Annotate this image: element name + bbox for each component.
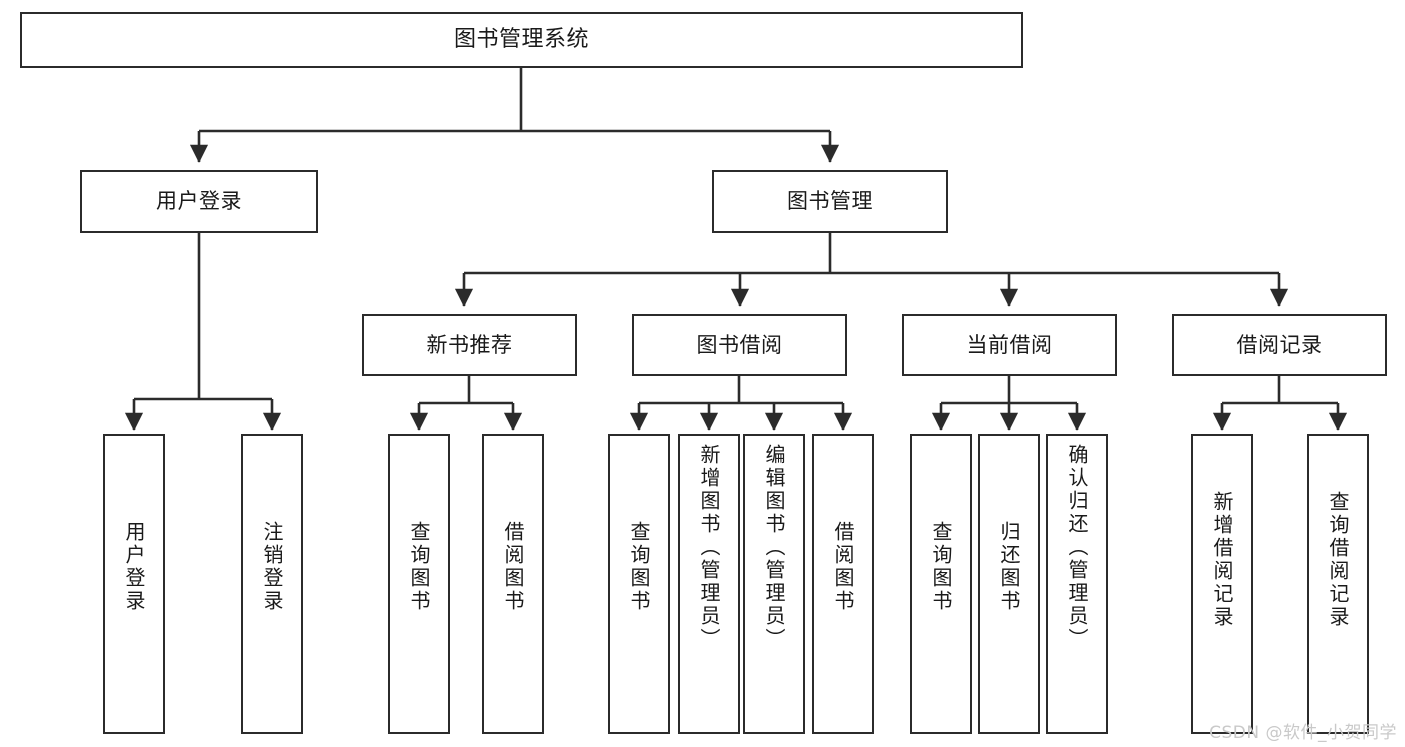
node-label: 查询借阅记录 (1326, 491, 1350, 629)
node-label: 用户登录 (122, 521, 146, 613)
node-label: 归还图书 (997, 521, 1021, 613)
node-book-borrow[interactable]: 图书借阅 (632, 314, 847, 376)
node-label: 图书管理 (787, 189, 873, 214)
node-new-book-recommend[interactable]: 新书推荐 (362, 314, 577, 376)
node-leaf-borrow-book-2[interactable]: 借阅图书 (812, 434, 874, 734)
node-label: 借阅图书 (831, 521, 855, 613)
node-leaf-query-book-2[interactable]: 查询图书 (608, 434, 670, 734)
node-leaf-add-book[interactable]: 新增图书（管理员） (678, 434, 740, 734)
node-leaf-query-book-1[interactable]: 查询图书 (388, 434, 450, 734)
node-label: 注销登录 (260, 521, 284, 613)
node-label: 图书借阅 (696, 332, 783, 357)
node-leaf-edit-book[interactable]: 编辑图书（管理员） (743, 434, 805, 734)
node-borrow-record[interactable]: 借阅记录 (1172, 314, 1387, 376)
node-leaf-borrow-book-1[interactable]: 借阅图书 (482, 434, 544, 734)
node-leaf-query-record[interactable]: 查询借阅记录 (1307, 434, 1369, 734)
node-book-manage[interactable]: 图书管理 (712, 170, 948, 233)
node-leaf-confirm-return[interactable]: 确认归还（管理员） (1046, 434, 1108, 734)
node-label: 新增借阅记录 (1210, 491, 1234, 629)
node-leaf-query-book-3[interactable]: 查询图书 (910, 434, 972, 734)
node-label: 用户登录 (156, 189, 242, 214)
node-label: 编辑图书（管理员） (762, 444, 786, 651)
node-label: 查询图书 (627, 521, 651, 613)
node-label: 借阅图书 (501, 521, 525, 613)
node-user-login[interactable]: 用户登录 (80, 170, 318, 233)
node-current-borrow[interactable]: 当前借阅 (902, 314, 1117, 376)
node-label: 确认归还（管理员） (1065, 444, 1089, 651)
node-leaf-add-record[interactable]: 新增借阅记录 (1191, 434, 1253, 734)
csdn-watermark: CSDN @软件_小贺同学 (1209, 723, 1397, 743)
node-root-system[interactable]: 图书管理系统 (20, 12, 1023, 68)
node-label: 查询图书 (407, 521, 431, 613)
node-leaf-return-book[interactable]: 归还图书 (978, 434, 1040, 734)
node-label: 新书推荐 (426, 332, 513, 357)
node-label: 借阅记录 (1236, 332, 1323, 357)
node-label: 当前借阅 (966, 332, 1053, 357)
node-label: 查询图书 (929, 521, 953, 613)
node-label: 新增图书（管理员） (697, 444, 721, 651)
node-leaf-user-login[interactable]: 用户登录 (103, 434, 165, 734)
node-leaf-user-logout[interactable]: 注销登录 (241, 434, 303, 734)
node-label: 图书管理系统 (453, 27, 589, 53)
